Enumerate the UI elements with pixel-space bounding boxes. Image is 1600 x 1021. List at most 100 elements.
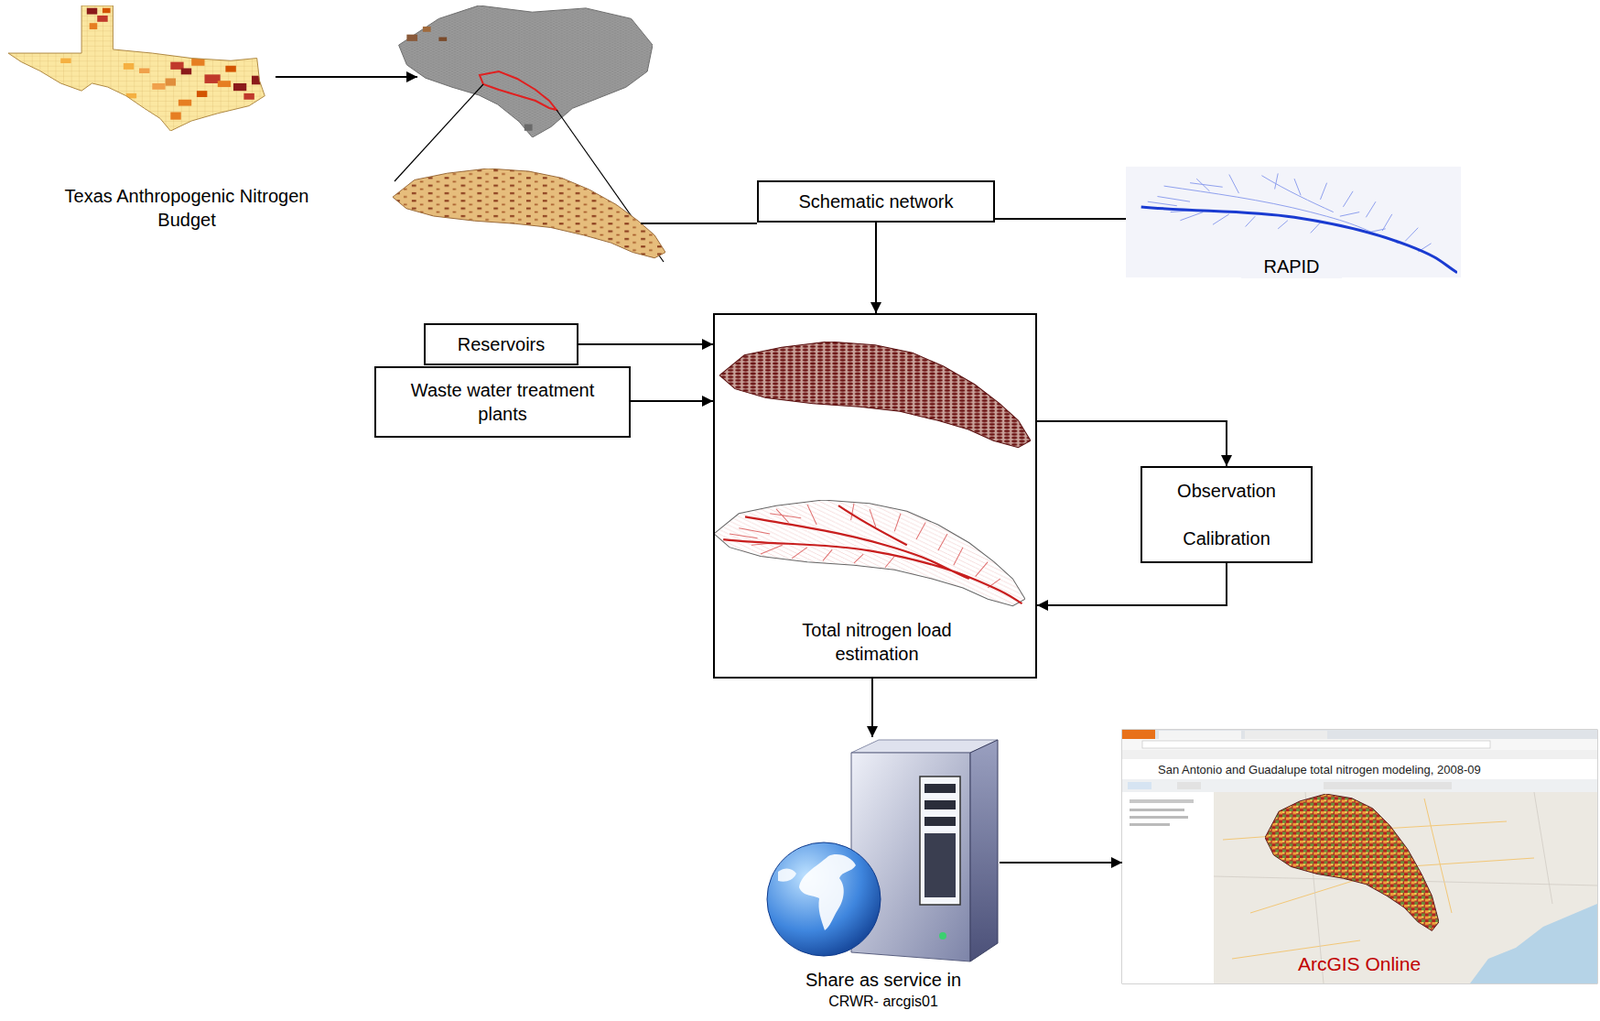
map-caption: RAPID — [1241, 254, 1342, 279]
tributaries — [1147, 172, 1432, 252]
browser-tab — [1158, 730, 1242, 739]
panel-line — [1129, 799, 1194, 803]
basin-shape — [392, 168, 666, 259]
county — [233, 83, 247, 91]
connector — [999, 861, 1123, 864]
server-caption: Share as service in — [767, 967, 1000, 992]
app-header — [1122, 758, 1598, 779]
process-box: Schematic network — [756, 180, 995, 223]
basin-nitrogen-map — [392, 168, 666, 259]
box-label: Schematic network — [799, 189, 954, 214]
web-map-node: San Antonio and Guadalupe total nitrogen… — [1122, 729, 1598, 984]
drive-bay — [924, 800, 956, 810]
region-patch — [438, 37, 447, 42]
model-box: Total nitrogen load estimation — [713, 313, 1038, 679]
county-grid — [8, 5, 271, 131]
basin-outline — [713, 499, 1026, 606]
county — [243, 93, 254, 100]
map-area — [1213, 791, 1598, 984]
power-light — [939, 931, 947, 940]
region-patch — [422, 26, 432, 33]
browser-frame — [1122, 729, 1598, 984]
browser-tab — [1244, 730, 1328, 739]
county — [178, 99, 192, 107]
region-patch — [406, 34, 418, 42]
county — [181, 68, 192, 76]
drive-bay — [924, 783, 956, 793]
continent — [778, 867, 797, 881]
map-figure: Texas Anthropogenic Nitrogen Budget — [8, 5, 325, 222]
connector — [994, 217, 1126, 220]
county — [102, 8, 111, 13]
texas-map — [8, 5, 271, 131]
load-river-map — [713, 499, 1026, 606]
tool-button — [1323, 781, 1452, 790]
county — [151, 83, 165, 90]
basin-shape — [1264, 793, 1439, 930]
flow-arrow — [275, 75, 418, 78]
panel-line — [1129, 808, 1185, 811]
county — [89, 22, 98, 30]
web-map-title: San Antonio and Guadalupe total nitrogen… — [1157, 762, 1482, 778]
panel-line — [1129, 822, 1170, 826]
county-fill — [8, 5, 271, 131]
service-name: ArcGIS Online — [1258, 951, 1460, 976]
county — [170, 111, 181, 119]
tool-button — [1127, 781, 1152, 790]
contents-panel — [1122, 791, 1214, 984]
map-figure: RAPID — [1125, 166, 1461, 278]
box-label: Reservoirs — [457, 332, 546, 357]
link-line — [640, 222, 757, 225]
connector — [578, 343, 714, 346]
server-side — [970, 739, 998, 962]
state-outline — [8, 5, 265, 131]
county — [86, 8, 98, 15]
county — [165, 77, 176, 86]
process-box: ObservationCalibration — [1140, 465, 1313, 563]
region-shape — [399, 5, 653, 138]
web-map-screenshot — [1122, 729, 1598, 984]
box-label: Calibration — [1182, 526, 1271, 551]
web-map-basin — [1264, 793, 1439, 930]
county — [196, 90, 207, 98]
boundaries — [1213, 791, 1598, 984]
browser-button — [1122, 729, 1156, 739]
region-patch — [524, 124, 533, 131]
county — [60, 58, 71, 64]
county — [225, 65, 236, 73]
connector — [871, 678, 874, 737]
continent — [799, 854, 856, 930]
bookmark-bar — [1122, 749, 1598, 759]
server-name: CRWR- arcgis01 — [767, 992, 1000, 1012]
county — [123, 63, 134, 70]
county — [97, 15, 108, 22]
mesh-map — [399, 5, 653, 138]
box-label: Waste water treatment plants — [395, 378, 611, 426]
connector — [1037, 421, 1227, 466]
box-heading: Observation — [1177, 478, 1276, 503]
box-label: Total nitrogen load estimation — [776, 617, 978, 666]
tab-bar — [1122, 729, 1598, 739]
connector — [875, 222, 877, 314]
basin-shape — [719, 341, 1031, 448]
address-field — [1142, 740, 1491, 748]
rapid-ground — [1125, 166, 1461, 278]
address-bar — [1122, 738, 1598, 750]
toolbar — [1122, 778, 1598, 792]
connector — [630, 400, 714, 402]
server-node: Share as service inCRWR- arcgis01 — [767, 736, 1000, 1017]
panel-line — [1129, 815, 1189, 819]
input-box: Reservoirs — [423, 323, 579, 366]
zoom-line — [394, 84, 484, 182]
county — [217, 80, 231, 87]
basin-outline — [479, 71, 557, 110]
main-stems — [723, 505, 1022, 604]
sea — [1470, 903, 1598, 984]
basin-shape — [713, 499, 1026, 606]
map-caption: Texas Anthropogenic Nitrogen Budget — [49, 183, 325, 232]
input-box: Waste water treatment plants — [374, 366, 631, 438]
tool-button — [1177, 781, 1201, 790]
county — [126, 93, 137, 98]
